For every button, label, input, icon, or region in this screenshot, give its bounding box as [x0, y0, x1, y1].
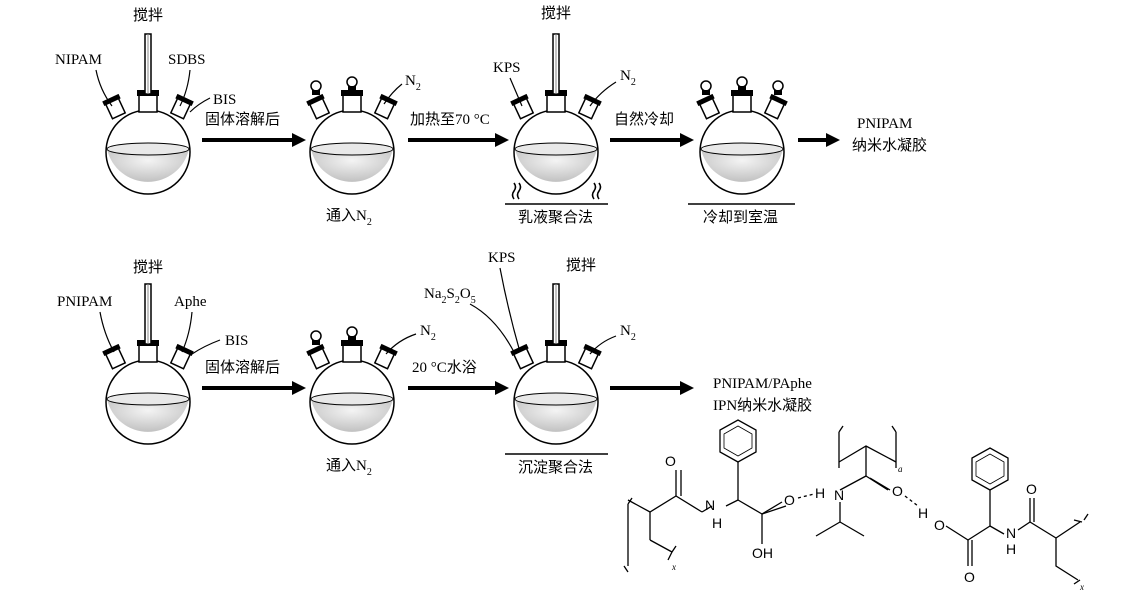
reagent-nipam: NIPAM — [55, 52, 102, 68]
reagent-arrow — [179, 69, 191, 107]
flask-caption: 通入N2 — [326, 457, 372, 478]
oxygen-label: O — [964, 569, 975, 585]
arrow-label: 固体溶解后 — [205, 111, 280, 128]
hbond-hydrogen: H — [815, 485, 825, 501]
gas-label: N2 — [420, 323, 436, 343]
product-label: 纳米水凝胶 — [852, 137, 927, 154]
reagent-kps: KPS — [493, 60, 521, 76]
arrow-label: 固体溶解后 — [205, 359, 280, 376]
hydroxyl-label: OH — [752, 545, 773, 561]
oxygen-label: O — [784, 492, 795, 508]
flask-caption: 冷却到室温 — [703, 209, 778, 226]
reagent-arrow — [189, 97, 211, 113]
nitrogen-label: N — [834, 487, 844, 503]
product-label: PNIPAM — [857, 116, 912, 132]
repeat-subscript: a — [898, 464, 903, 474]
reagent-kps: KPS — [488, 250, 516, 266]
arrow-label: 加热至70 °C — [410, 111, 490, 128]
arrow-label: 自然冷却 — [614, 111, 674, 128]
nitrogen-label: N — [705, 497, 715, 513]
nitrogen-label: N — [1006, 525, 1016, 541]
oxygen-label: O — [1026, 481, 1037, 497]
flask-caption: 乳液聚合法 — [518, 209, 593, 226]
hydrogen-label: H — [712, 515, 722, 531]
stir-label: 搅拌 — [541, 5, 571, 22]
product-label: PNIPAM/PAphe — [713, 376, 812, 392]
row2-flask-3 — [509, 283, 603, 445]
repeat-subscript: x — [671, 562, 676, 572]
stir-label: 搅拌 — [133, 7, 163, 24]
oxygen-label: O — [934, 517, 945, 533]
row1-flask-3 — [509, 33, 603, 195]
flask-caption: 沉淀聚合法 — [518, 459, 593, 476]
repeat-subscript: x — [1079, 582, 1084, 592]
arrow-label: 20 °C水浴 — [412, 359, 477, 376]
row1-flask-4 — [695, 76, 789, 195]
stir-label: 搅拌 — [566, 257, 596, 274]
reagent-pnipam: PNIPAM — [57, 294, 112, 310]
reagent-arrow — [95, 69, 113, 107]
hydrogen-label: H — [1006, 541, 1016, 557]
row1-flask-2 — [305, 76, 399, 195]
chemical-structure — [623, 419, 1089, 585]
oxygen-label: O — [665, 453, 676, 469]
hbond-hydrogen: H — [918, 505, 928, 521]
reagent-bis: BIS — [213, 92, 236, 108]
reagent-bis: BIS — [225, 333, 248, 349]
gas-label: N2 — [620, 68, 636, 88]
reagent-sdbs: SDBS — [168, 52, 206, 68]
reagent-na2s2o5: Na2S2O5 — [424, 286, 476, 306]
oxygen-label: O — [892, 483, 903, 499]
product-label: IPN纳米水凝胶 — [713, 397, 812, 414]
heat-icon — [511, 182, 602, 200]
row2-flask-2 — [305, 326, 399, 445]
gas-label: N2 — [620, 323, 636, 343]
gas-label: N2 — [405, 73, 421, 93]
flask-caption: 通入N2 — [326, 207, 372, 228]
reagent-aphe: Aphe — [174, 294, 207, 310]
stir-label: 搅拌 — [133, 259, 163, 276]
